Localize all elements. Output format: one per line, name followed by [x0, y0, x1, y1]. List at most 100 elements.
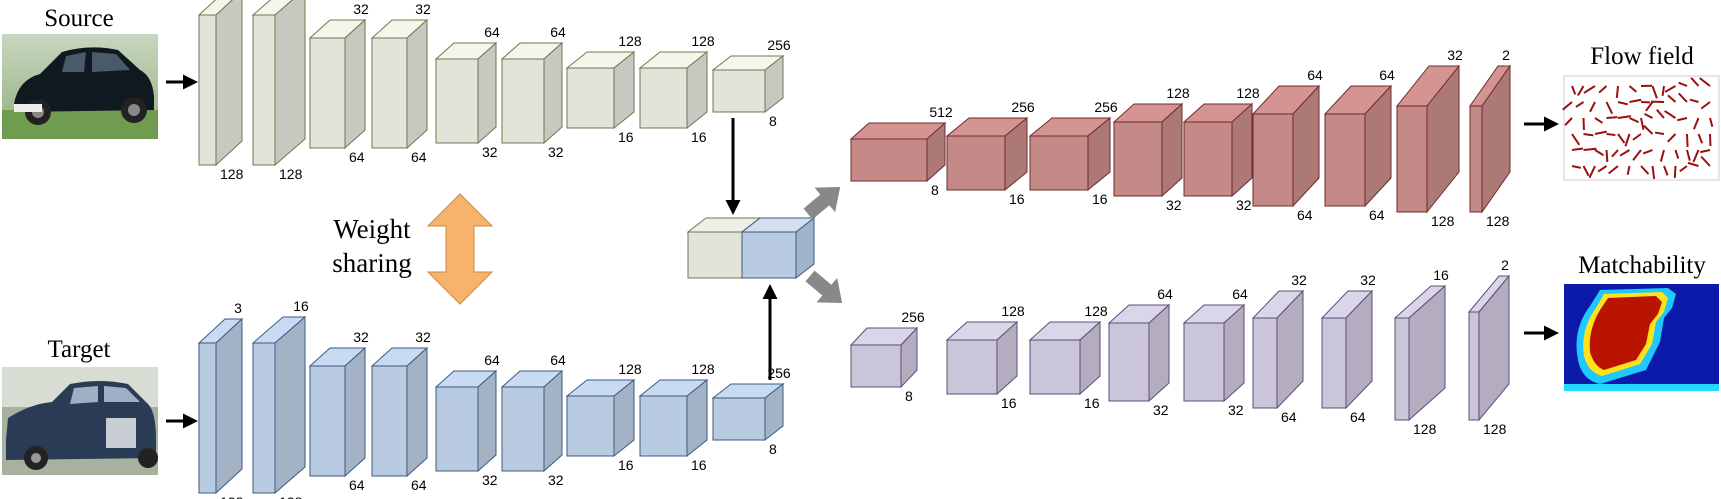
- flow_decoder-layer-8: 32 128: [1395, 47, 1463, 229]
- flow-vector: [1692, 149, 1700, 163]
- target_encoder-layer-9-size: 8: [769, 441, 777, 457]
- source_encoder-layer-5-channels: 64: [484, 24, 500, 40]
- flow-vector: [1583, 85, 1596, 94]
- flow-vector: [1575, 101, 1585, 108]
- target_encoder-layer-1: 3128: [197, 300, 244, 499]
- flow-vector: [1643, 124, 1654, 135]
- flow-vector: [1583, 133, 1594, 137]
- match_decoder-layer-7-size: 64: [1350, 409, 1366, 425]
- flow_decoder-layer-4: 128 32: [1112, 85, 1190, 213]
- source-encoder: 312816128326432646432643212816128162568: [197, 0, 791, 182]
- flow_decoder-layer-2-channels: 256: [1011, 99, 1035, 115]
- source_encoder-layer-7: 128 16: [565, 33, 642, 145]
- source_encoder-layer-7-channels: 128: [618, 33, 642, 49]
- target_encoder-layer-8: 128 16: [638, 361, 715, 473]
- flow-vector: [1582, 165, 1590, 177]
- flow-vector: [1663, 165, 1669, 176]
- matchability-label: Matchability: [1578, 252, 1706, 279]
- flow-vector: [1598, 85, 1608, 94]
- target_encoder-layer-5-channels: 64: [484, 352, 500, 368]
- flow_decoder-layer-4-size: 32: [1166, 197, 1182, 213]
- flow_decoder-layer-8-channels: 32: [1447, 47, 1463, 63]
- match_decoder-layer-8: 16 128: [1393, 267, 1449, 437]
- flow-vector: [1640, 117, 1645, 130]
- flow-vector: [1678, 92, 1688, 103]
- target_encoder-layer-4-size: 64: [411, 477, 427, 493]
- flow-vector: [1571, 85, 1577, 95]
- source_encoder-layer-4-size: 64: [411, 149, 427, 165]
- source_encoder-layer-8-channels: 128: [691, 33, 715, 49]
- branch-arrow-to-flow: [803, 187, 841, 220]
- flow_decoder-layer-3-size: 16: [1092, 191, 1108, 207]
- flow-vector: [1624, 133, 1631, 147]
- flow-vector: [1667, 133, 1677, 143]
- source_encoder-layer-7-size: 16: [618, 129, 634, 145]
- flow-vector: [1640, 165, 1650, 175]
- flow_decoder-layer-9-channels: 2: [1502, 47, 1510, 63]
- match_decoder-layer-1-size: 8: [905, 388, 913, 404]
- match_decoder-layer-8-channels: 16: [1433, 267, 1449, 283]
- match_decoder-layer-3-channels: 128: [1084, 303, 1108, 319]
- flow-vector: [1644, 112, 1653, 119]
- source_encoder-layer-9-channels: 256: [767, 37, 791, 53]
- flow-field-label: Flow field: [1590, 43, 1694, 70]
- target_encoder-layer-7-size: 16: [618, 457, 634, 473]
- flow-vector: [1588, 165, 1596, 179]
- source-car-image: [2, 34, 158, 139]
- target_encoder-layer-8-size: 16: [691, 457, 707, 473]
- flow-vector: [1709, 117, 1714, 127]
- flow_decoder-layer-9-size: 128: [1486, 213, 1510, 229]
- flow_decoder-layer-8-size: 128: [1431, 213, 1455, 229]
- flow-vector: [1645, 101, 1654, 112]
- flow-vector: [1700, 149, 1711, 154]
- flow_decoder-layer-6-channels: 64: [1307, 67, 1323, 83]
- flow-vector: [1605, 149, 1609, 163]
- target-car-image: [2, 367, 158, 475]
- flow-vector: [1617, 101, 1628, 106]
- target_encoder-layer-6-channels: 64: [550, 352, 566, 368]
- target_encoder-layer-8-channels: 128: [691, 361, 715, 377]
- flow-vector: [1617, 133, 1626, 144]
- flow_decoder-layer-5-size: 32: [1236, 197, 1252, 213]
- target_encoder-layer-3-channels: 32: [353, 329, 369, 345]
- flow-vector: [1594, 149, 1605, 157]
- flow-vector: [1687, 161, 1699, 167]
- match_decoder-layer-9-channels: 2: [1501, 257, 1509, 273]
- match_decoder-layer-5-channels: 64: [1232, 286, 1248, 302]
- flow-vector: [1667, 94, 1677, 103]
- flow_decoder-layer-4-channels: 128: [1166, 85, 1190, 101]
- match_decoder-layer-8-size: 128: [1413, 421, 1437, 437]
- target-encoder: 312816128326432646432643212816128162568: [197, 298, 791, 499]
- flow-vector: [1659, 149, 1665, 162]
- flow_decoder-layer-1-channels: 512: [929, 104, 953, 120]
- flow-vector: [1686, 133, 1689, 148]
- flow-vector: [1571, 165, 1582, 169]
- flow-vector: [1700, 155, 1711, 167]
- flow-vector: [1619, 149, 1631, 157]
- flow-field-image: [1562, 75, 1720, 181]
- source_encoder-layer-6-channels: 64: [550, 24, 566, 40]
- match_decoder-layer-2-size: 16: [1001, 395, 1017, 411]
- flow-vector: [1661, 85, 1665, 97]
- flow-vector: [1632, 149, 1642, 161]
- flow-vector: [1562, 101, 1573, 111]
- source_encoder-layer-1-size: 128: [220, 166, 244, 182]
- flow-vector: [1611, 149, 1619, 158]
- match_decoder-layer-4-size: 32: [1153, 402, 1169, 418]
